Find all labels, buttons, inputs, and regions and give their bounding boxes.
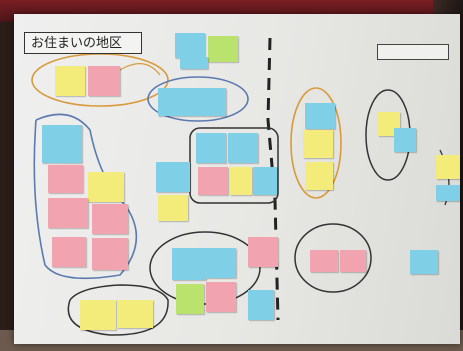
sticky-note	[228, 133, 258, 163]
sticky-note	[192, 88, 226, 116]
sticky-note	[158, 88, 192, 116]
sticky-note	[230, 167, 252, 195]
sticky-note	[80, 300, 116, 330]
sticky-note	[248, 290, 274, 320]
sticky-note	[175, 33, 205, 58]
sticky-note	[340, 250, 366, 272]
sticky-note	[206, 282, 236, 312]
sticky-note	[92, 204, 128, 234]
sticky-note	[172, 248, 206, 280]
sticky-note	[198, 167, 228, 195]
sticky-note	[305, 103, 335, 129]
sticky-note	[394, 128, 416, 152]
sticky-note	[176, 284, 204, 314]
sticky-note	[180, 57, 208, 69]
sticky-note	[248, 237, 278, 267]
sticky-note	[117, 300, 153, 328]
sticky-note	[410, 250, 438, 274]
sticky-note	[253, 167, 277, 195]
sticky-note	[156, 162, 190, 192]
section-title-label: お住まいの地区	[24, 32, 142, 54]
sticky-note	[436, 185, 460, 201]
sticky-note	[206, 248, 236, 278]
sticky-note	[208, 36, 238, 62]
sticky-note	[436, 155, 460, 179]
sticky-note	[158, 195, 188, 221]
sticky-note	[48, 165, 83, 193]
section-title-label-right	[377, 44, 449, 60]
sticky-note	[196, 133, 226, 163]
sticky-note	[92, 238, 128, 270]
sticky-note	[305, 162, 333, 190]
sticky-note	[88, 66, 120, 96]
sticky-note	[55, 66, 85, 96]
sticky-note	[52, 237, 86, 267]
sticky-note	[310, 250, 338, 272]
sticky-note	[303, 130, 333, 158]
sticky-note	[48, 198, 88, 228]
sticky-note	[88, 172, 124, 202]
sticky-note	[42, 125, 82, 163]
